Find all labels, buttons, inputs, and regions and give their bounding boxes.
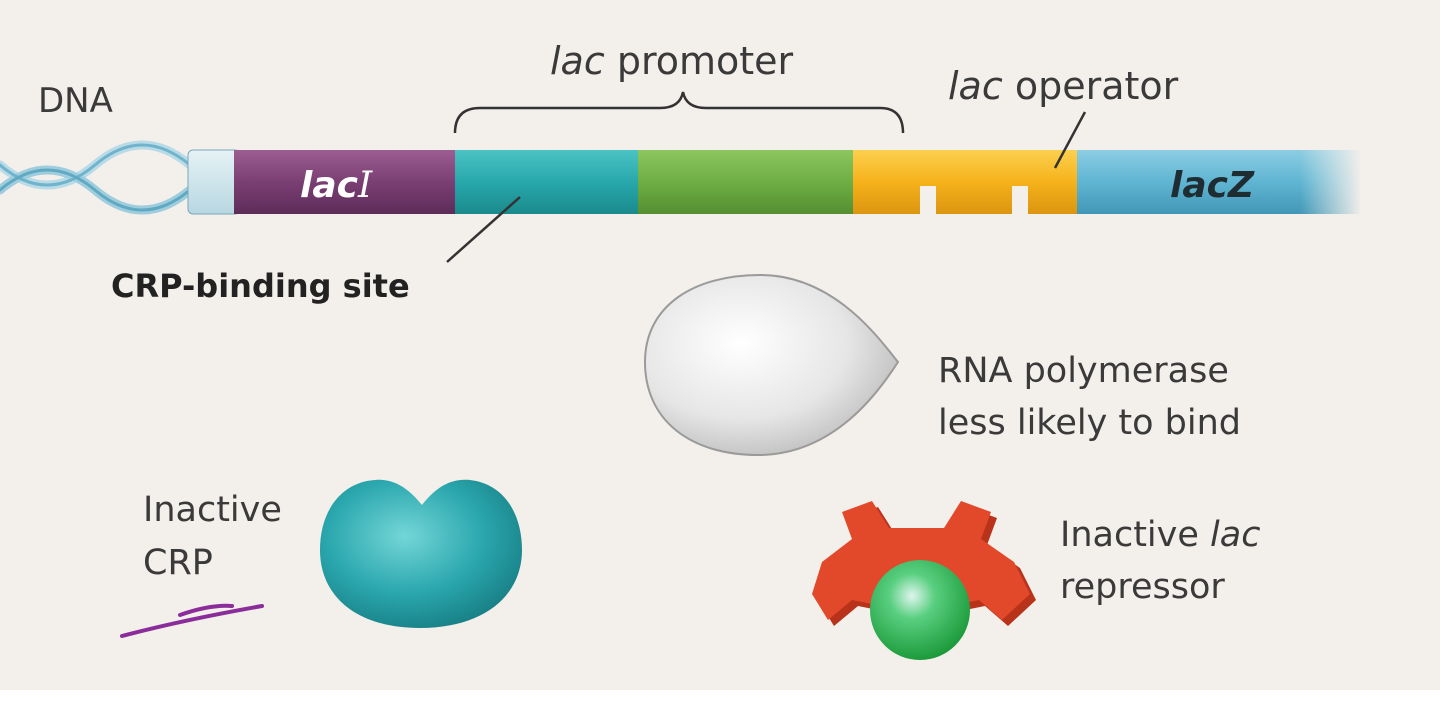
- lac-operator-label-italic: lac: [948, 64, 1003, 108]
- lac-promoter-label: lac promoter: [550, 42, 793, 80]
- inactive-crp-shape: [320, 479, 522, 628]
- operator-pointer-line: [1053, 111, 1087, 169]
- rna-polymerase-site-segment: [638, 150, 854, 214]
- dna-helix: [0, 140, 195, 215]
- inducer-molecule: [870, 560, 970, 660]
- inactive-crp-label-line2: CRP: [143, 543, 213, 583]
- lac-operator-label-text: operator: [1002, 64, 1179, 108]
- dna-label: DNA: [38, 81, 113, 121]
- lacz-fade: [1300, 148, 1362, 216]
- lacz-gene-label: lacZ: [1170, 165, 1255, 206]
- rna-polymerase-label-line2: less likely to bind: [938, 403, 1242, 443]
- lac-promoter-label-text: promoter: [604, 39, 794, 83]
- inactive-repressor-label-text: Inactive: [1060, 515, 1211, 555]
- inactive-crp-label-line1: Inactive: [143, 490, 282, 530]
- laci-gene-label: lacI: [300, 165, 373, 206]
- dna-end-segment: [187, 149, 241, 215]
- inactive-repressor-label-line1: Inactive lac: [1060, 518, 1260, 553]
- laci-gene-segment: [234, 150, 456, 214]
- crp-site-pointer-line: [446, 196, 521, 263]
- lac-operator-segment: [853, 150, 1078, 214]
- rna-polymerase-shape: [643, 273, 900, 457]
- promoter-bracket: [453, 91, 905, 134]
- lac-promoter-label-italic: lac: [550, 39, 605, 83]
- pen-mark: [120, 603, 264, 638]
- inactive-repressor-label-italic: lac: [1210, 515, 1261, 555]
- inactive-repressor-label-line2: repressor: [1060, 567, 1225, 607]
- laci-label-lac: lac: [300, 165, 358, 206]
- crp-binding-site-label: CRP-binding site: [111, 267, 410, 305]
- inactive-repressor-shape: [812, 501, 1036, 660]
- rna-polymerase-label-line1: RNA polymerase: [938, 351, 1229, 391]
- crp-binding-site-segment: [455, 150, 639, 214]
- lac-operator-label: lac operator: [948, 67, 1178, 105]
- laci-label-i: I: [357, 165, 373, 206]
